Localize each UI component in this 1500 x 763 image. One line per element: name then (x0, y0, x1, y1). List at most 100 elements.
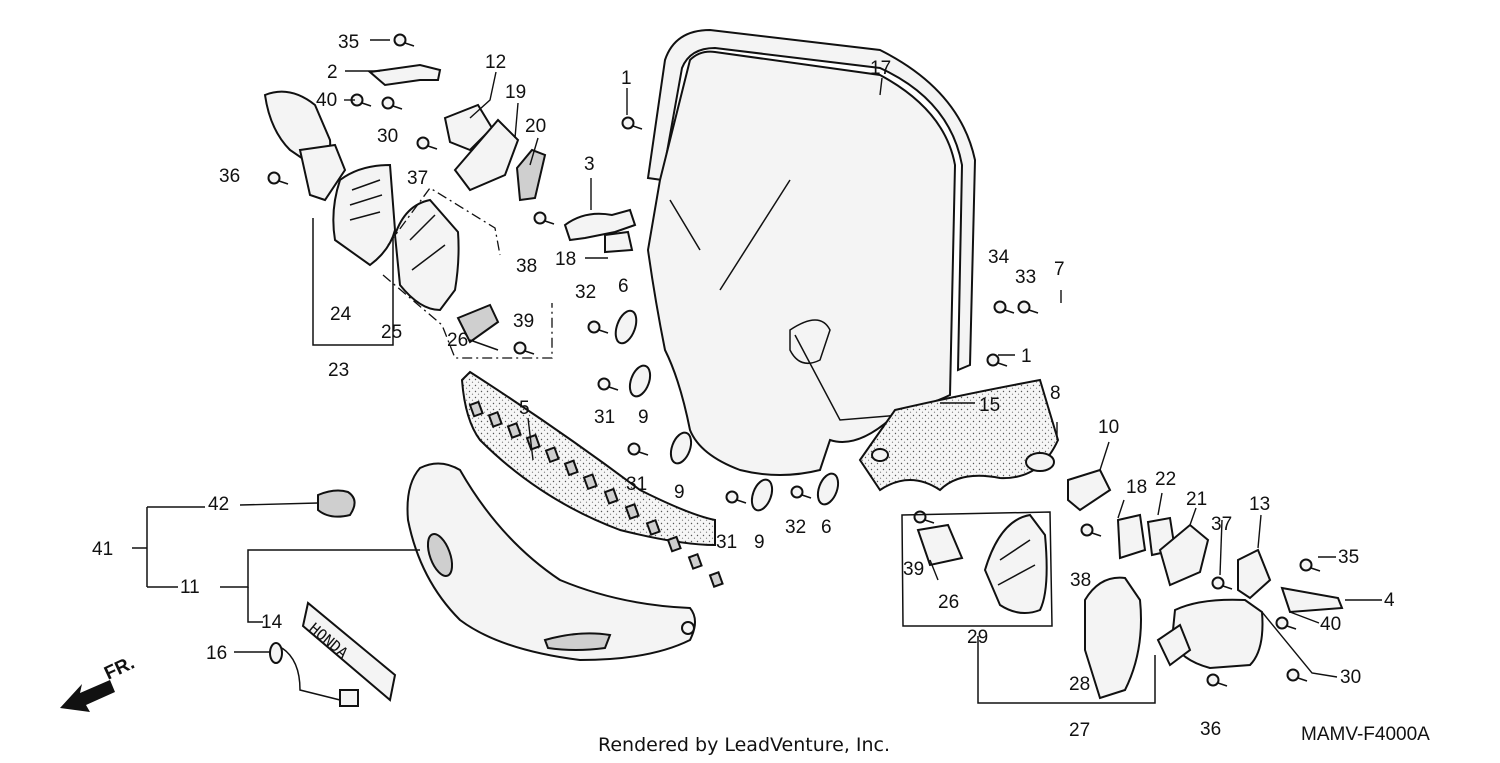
leaders (234, 39, 1382, 678)
callout-38b: 38 (1070, 570, 1091, 591)
trim-tooth (603, 487, 619, 505)
trim-tooth (708, 571, 724, 588)
windshield (646, 50, 957, 476)
trim-tooth (645, 518, 661, 536)
callout-35b: 35 (1338, 547, 1359, 568)
callout-37a: 37 (407, 168, 428, 189)
callout-14: 14 (261, 612, 283, 633)
callout-31c: 31 (716, 532, 737, 553)
callout-2: 2 (327, 62, 338, 83)
screw-icon (1206, 673, 1220, 687)
callout-18a: 18 (555, 249, 576, 270)
screw-icon (790, 485, 804, 499)
screw-icon (1211, 576, 1225, 590)
callout-8: 8 (1050, 383, 1061, 404)
callout-38a: 38 (516, 256, 537, 277)
screw-shank (598, 329, 609, 334)
screw-icon (597, 377, 611, 391)
screw-shank (638, 451, 649, 456)
screw-icon (381, 96, 395, 110)
screw-icon (513, 341, 527, 355)
credit-text: Rendered by LeadVenture, Inc. (598, 734, 890, 756)
left-mirror-assembly (263, 90, 500, 351)
trim-tooth (666, 535, 682, 553)
cable-16 (269, 642, 359, 707)
screw-shank (608, 386, 619, 391)
callout-21: 21 (1186, 489, 1207, 510)
callout-34: 34 (988, 247, 1010, 268)
screw-shank (427, 145, 438, 150)
callout-17: 17 (870, 58, 891, 79)
trim-tooth (624, 503, 640, 520)
callout-5: 5 (519, 398, 530, 419)
windshield-trim (646, 28, 977, 372)
screw-icon (621, 116, 635, 130)
callout-39a: 39 (513, 311, 534, 332)
screw-icon (267, 171, 281, 185)
trim-tooth (563, 459, 579, 477)
callout-15: 15 (979, 395, 1000, 416)
trim-tooth (687, 552, 703, 570)
callout-31b: 31 (626, 474, 647, 495)
screw-icon (1299, 558, 1313, 572)
left-bracket (367, 63, 547, 202)
screw-shank (1222, 585, 1233, 590)
screw-icon (1275, 616, 1289, 630)
trim-strip (460, 370, 724, 588)
callout-20: 20 (525, 116, 546, 137)
grommets (614, 309, 840, 512)
group-lines (132, 187, 1156, 704)
screw-shank (997, 362, 1008, 367)
callout-22: 22 (1155, 469, 1176, 490)
callout-39b: 39 (903, 559, 924, 580)
honda-emblem-strip: HONDA (301, 601, 397, 702)
callout-4: 4 (1384, 590, 1395, 611)
callout-12: 12 (485, 52, 506, 73)
screw-icon (587, 320, 601, 334)
callout-32b: 32 (785, 517, 806, 538)
right-mirror-assembly (916, 468, 1344, 700)
trim-tooth (468, 400, 484, 418)
front-arrow: FR. (60, 653, 138, 712)
screw-shank (1091, 532, 1102, 537)
callout-40a: 40 (316, 90, 337, 111)
callout-7: 7 (1054, 259, 1065, 280)
emblem-42 (317, 489, 356, 518)
callout-29: 29 (967, 627, 988, 648)
trim-tooth (582, 473, 598, 491)
callout-26a: 26 (447, 330, 468, 351)
callout-9b: 9 (674, 482, 685, 503)
screw-icon (913, 510, 927, 524)
screw-icon (993, 300, 1007, 314)
callout-18b: 18 (1126, 477, 1147, 498)
trim-tooth (487, 410, 503, 428)
callout-40b: 40 (1320, 614, 1341, 635)
screw-icon (533, 211, 547, 225)
callout-6a: 6 (618, 276, 629, 297)
stay-3 (563, 208, 637, 254)
trim-tooth (506, 422, 522, 439)
screw-icon (1080, 523, 1094, 537)
callout-3: 3 (584, 154, 595, 175)
callout-16: 16 (206, 643, 227, 664)
screw-icon (725, 490, 739, 504)
callout-9a: 9 (638, 407, 649, 428)
screw-shank (404, 42, 415, 47)
callout-19: 19 (505, 82, 526, 103)
screw-icon (416, 136, 430, 150)
screw-shank (801, 494, 812, 499)
callout-33: 33 (1015, 267, 1036, 288)
screw-icon (1286, 668, 1300, 682)
callout-36a: 36 (219, 166, 240, 187)
callout-28: 28 (1069, 674, 1090, 695)
callout-11: 11 (180, 577, 200, 598)
screw-shank (1004, 309, 1015, 314)
lower-visor (858, 378, 1060, 492)
callout-31a: 31 (594, 407, 615, 428)
screw-shank (1028, 309, 1039, 314)
screw-shank (924, 519, 935, 524)
callout-30b: 30 (1340, 667, 1361, 688)
front-arrow-label: FR. (101, 653, 138, 685)
callout-6b: 6 (821, 517, 832, 538)
screw-icon (627, 442, 641, 456)
